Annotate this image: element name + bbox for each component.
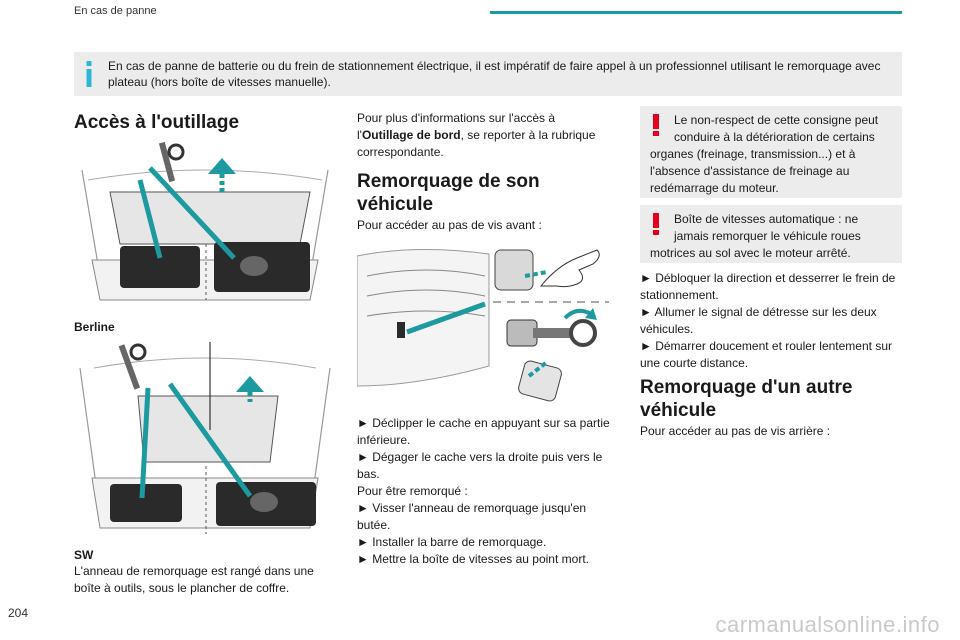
warning-line-3: motrices au sol avec le moteur arrêté. <box>650 246 851 260</box>
warning-line-1: Boîte de vitesses automatique : ne <box>674 212 859 226</box>
warning-line-1: Le non-respect de cette consigne peut <box>674 113 879 127</box>
warning-line-3: organes (freinage, transmission...) et à <box>650 147 856 161</box>
section-title: En cas de panne <box>74 5 157 17</box>
heading-tool-access: Accès à l'outillage <box>74 112 240 133</box>
info-icon <box>86 61 92 87</box>
heading-line-1: Remorquage de son <box>357 171 540 192</box>
step-line-4: bas. <box>357 467 380 481</box>
step-line-5: Pour être remorqué : <box>357 484 468 498</box>
tool-access-reference: Pour plus d'informations sur l'accès à l… <box>357 110 619 161</box>
heading-towing-own-vehicle: Remorquage de son véhicule <box>357 170 540 216</box>
rear-access-text: Pour accéder au pas de vis arrière : <box>640 424 831 438</box>
heading-line-2: véhicule <box>640 400 717 421</box>
reference-line-3: correspondante. <box>357 145 444 159</box>
heading-line-2: véhicule <box>357 194 434 215</box>
warning-icon <box>653 114 659 136</box>
step-line-9: ► Mettre la boîte de vitesses au point m… <box>357 552 589 566</box>
reference-link-text: Outillage de bord <box>361 128 461 142</box>
watermark: carmanualsonline.info <box>715 612 940 637</box>
warning-line-2: jamais remorquer le véhicule roues <box>674 229 861 243</box>
step-line-5: ► Démarrer doucement et rouler lentement… <box>640 339 892 353</box>
caption-sw: SW <box>74 548 94 562</box>
warning-box-damage: Le non-respect de cette consigne peut co… <box>640 106 902 198</box>
caption-berline: Berline <box>74 320 115 334</box>
step-line-3: ► Allumer le signal de détresse sur les … <box>640 305 877 319</box>
figure-sw-trunk <box>74 338 336 540</box>
warning-line-4: l'absence d'assistance de freinage au <box>650 164 850 178</box>
warning-icon <box>653 213 659 235</box>
warning-line-5: redémarrage du moteur. <box>650 181 779 195</box>
step-line-6: une courte distance. <box>640 356 749 370</box>
page-number: 204 <box>8 606 29 620</box>
header-accent-bar <box>490 11 902 14</box>
reference-line-1: Pour plus d'informations sur l'accès à <box>357 111 556 125</box>
step-line-8: ► Installer la barre de remorquage. <box>357 535 547 549</box>
step-line-6: ► Visser l'anneau de remorquage jusqu'en <box>357 501 587 515</box>
info-note: En cas de panne de batterie ou du frein … <box>74 52 902 96</box>
front-access-text: Pour accéder au pas de vis avant : <box>357 218 542 232</box>
step-line-3: ► Dégager le cache vers la droite puis v… <box>357 450 603 464</box>
step-line-2: inférieure. <box>357 433 411 447</box>
reference-prefix: l' <box>357 128 362 142</box>
heading-line-1: Remorquage d'un autre <box>640 377 853 398</box>
step-line-2: stationnement. <box>640 288 719 302</box>
step-line-1: ► Déclipper le cache en appuyant sur sa … <box>357 416 610 430</box>
warning-line-2: conduire à la détérioration de certains <box>674 130 875 144</box>
sw-tool-storage-text: L'anneau de remorquage est rangé dans un… <box>74 564 314 595</box>
front-towing-steps: ► Déclipper le cache en appuyant sur sa … <box>357 415 619 568</box>
reference-suffix: , se reporter à la rubrique <box>460 128 596 142</box>
figure-berline-trunk <box>74 140 336 312</box>
figure-front-towing-eye <box>357 236 609 406</box>
heading-towing-other-vehicle: Remorquage d'un autre véhicule <box>640 376 853 422</box>
step-line-4: véhicules. <box>640 322 694 336</box>
warning-box-automatic-gearbox: Boîte de vitesses automatique : ne jamai… <box>640 205 902 263</box>
tow-other-steps: ► Débloquer la direction et desserrer le… <box>640 270 910 372</box>
reference-line-2: l'Outillage de bord, se reporter à la ru… <box>357 127 619 144</box>
step-line-7: butée. <box>357 518 391 532</box>
info-note-text: En cas de panne de batterie ou du frein … <box>108 59 881 89</box>
step-line-1: ► Débloquer la direction et desserrer le… <box>640 271 896 285</box>
